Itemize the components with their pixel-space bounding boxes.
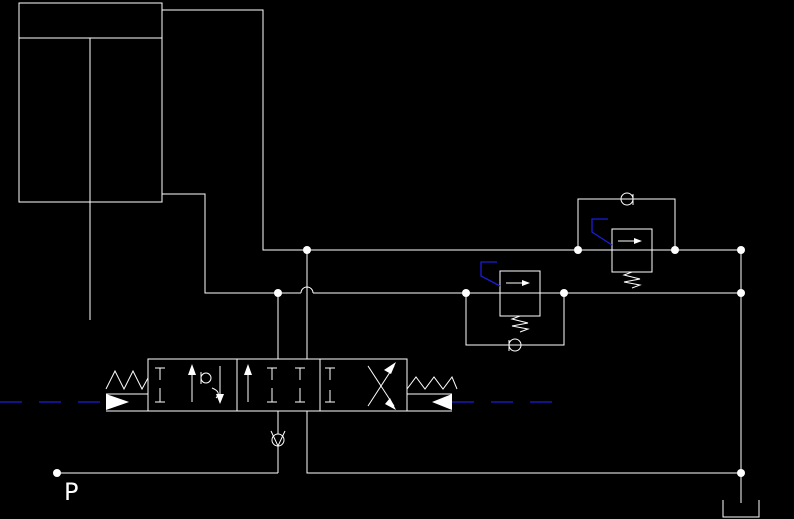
valve-left-envelope: [155, 364, 224, 404]
right-spring-actuator: [406, 376, 458, 412]
check-valve-pressure: [270, 430, 286, 448]
junction-dots: [53, 246, 745, 477]
tank-symbol: [722, 500, 760, 518]
valve-right-envelope: [325, 362, 396, 410]
valve-center-envelope: [244, 364, 305, 403]
hydraulic-lines: [57, 9, 742, 503]
line-b: [162, 193, 301, 294]
left-spring-actuator: [105, 369, 149, 412]
pressure-port-label: P: [64, 478, 78, 506]
pressure-port-dot: [53, 469, 61, 477]
directional-valve: [147, 358, 408, 412]
tank-return-line: [306, 411, 741, 474]
line-a: [162, 9, 741, 251]
cylinder: [18, 2, 163, 320]
counterbalance-valve-lower: [465, 261, 565, 352]
counterbalance-valve-upper: [577, 192, 676, 289]
